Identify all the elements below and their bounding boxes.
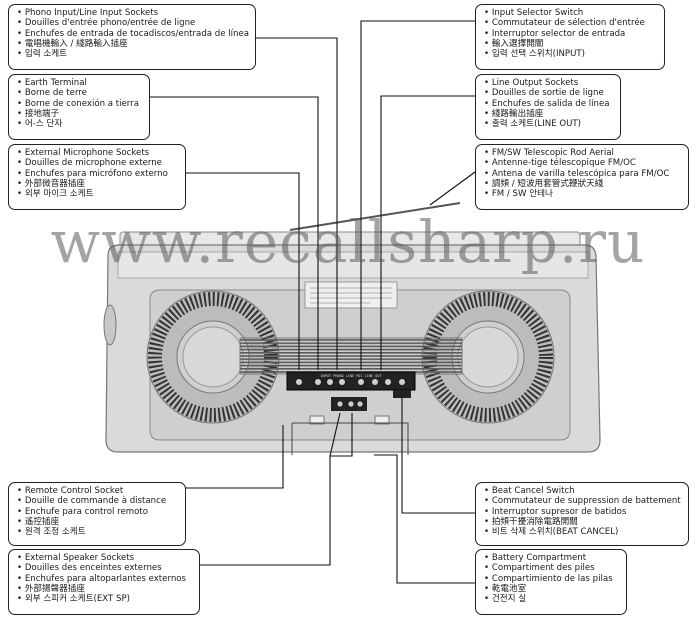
callout-earth-terminal: Earth Terminal Borne de terre Borne de c…: [8, 74, 150, 140]
callout-line: Beat Cancel Switch: [484, 486, 682, 496]
callout-battery-compartment: Battery Compartment Compartiment des pil…: [475, 549, 627, 615]
callout-line: Enchufes de entrada de tocadiscos/entrad…: [17, 29, 249, 39]
callout-line-output: Line Output Sockets Douilles de sortie d…: [475, 74, 621, 140]
callout-line: 調頻 / 短波用套管式鞭狀天綫: [484, 179, 682, 189]
leader-lines: [150, 20, 476, 584]
jack-sockets: [296, 379, 405, 385]
callout-line: 遙控插座: [17, 517, 179, 527]
callout-phono-input: Phono Input/Line Input Sockets Douilles …: [8, 4, 256, 70]
callout-line: 綫路輸出插座: [484, 109, 614, 119]
callout-line: Enchufes para micrófono externo: [17, 169, 179, 179]
callout-line: External Speaker Sockets: [17, 553, 193, 563]
callout-line: Line Output Sockets: [484, 78, 614, 88]
callout-telescopic-aerial: FM/SW Telescopic Rod Aerial Antenne-tige…: [475, 144, 689, 210]
callout-line: Battery Compartment: [484, 553, 620, 563]
callout-line: Compartimiento de las pilas: [484, 574, 620, 584]
callout-line: 外部揚聲器插座: [17, 584, 193, 594]
jack-strip: [286, 371, 416, 391]
callout-line: 輸入選擇開關: [484, 39, 658, 49]
callout-line: Antenne-tige télescopique FM/OC: [484, 158, 682, 168]
callout-line: Enchufes para altoparlantes externos: [17, 574, 193, 584]
callout-line: 원격 조정 소케트: [17, 527, 179, 537]
callout-beat-cancel: Beat Cancel Switch Commutateur de suppre…: [475, 482, 689, 546]
battery-door-outline: [291, 422, 409, 455]
callout-remote-control: Remote Control Socket Douille de command…: [8, 482, 186, 546]
callout-line: Enchufe para control remoto: [17, 507, 179, 517]
beat-cancel-switch: [393, 390, 411, 398]
jack-strip-label: INPUT PHONO LINE MIC LINE OUT: [320, 374, 382, 378]
callout-line: 입력 선택 스위치(INPUT): [484, 49, 658, 59]
callout-line: Borne de conexión a tierra: [17, 99, 143, 109]
callout-line: 乾電池室: [484, 584, 620, 594]
callout-line: Douilles des enceintes externes: [17, 563, 193, 573]
callout-line: 어-스 단자: [17, 119, 143, 129]
callout-line: Compartiment des piles: [484, 563, 620, 573]
callout-line: Douille de commande à distance: [17, 496, 179, 506]
callout-line: Earth Terminal: [17, 78, 143, 88]
callout-line: Commutateur de suppression de battement: [484, 496, 682, 506]
callout-line: Input Selector Switch: [484, 8, 658, 18]
callout-line: 電唱機輸入 / 綫路輸入插座: [17, 39, 249, 49]
callout-line: Remote Control Socket: [17, 486, 179, 496]
callout-line: 비트 삭제 스위치(BEAT CANCEL): [484, 527, 682, 537]
callout-line: Douilles d'entrée phono/entrée de ligne: [17, 18, 249, 28]
callout-line: FM/SW Telescopic Rod Aerial: [484, 148, 682, 158]
callout-line: External Microphone Sockets: [17, 148, 179, 158]
callout-line: 입력 소케트: [17, 49, 249, 59]
callout-line: 외부 스피커 소케트(EXT SP): [17, 594, 193, 604]
callout-line: 외부 마이크 소케트: [17, 189, 179, 199]
right-speaker: [421, 290, 555, 424]
callout-line: 外部微音器插座: [17, 179, 179, 189]
callout-line: Commutateur de sélection d'entrée: [484, 18, 658, 28]
callout-line: Interruptor selector de entrada: [484, 29, 658, 39]
callout-line: Interruptor supresor de batidos: [484, 507, 682, 517]
callout-line: Antena de varilla telescópica para FM/OC: [484, 169, 682, 179]
callout-external-microphone: External Microphone Sockets Douilles de …: [8, 144, 186, 210]
callout-line: 接地端子: [17, 109, 143, 119]
centre-grille: [239, 337, 463, 375]
callout-line: Borne de terre: [17, 88, 143, 98]
callout-line: Douilles de sortie de ligne: [484, 88, 614, 98]
callout-line: 출력 소케트(LINE OUT): [484, 119, 614, 129]
callout-line: Douilles de microphone externe: [17, 158, 179, 168]
callout-input-selector: Input Selector Switch Commutateur de sél…: [475, 4, 665, 70]
callout-line: Enchufes de salida de línea: [484, 99, 614, 109]
side-knob: [103, 304, 117, 346]
callout-line: 건전지 실: [484, 594, 620, 604]
watermark-text: www.recallsharp.ru: [50, 208, 646, 276]
callout-line: FM / SW 안테나: [484, 189, 682, 199]
callout-line: 拍頻干擾消除電路開關: [484, 517, 682, 527]
rating-label-plate: [304, 281, 398, 309]
callout-line: Phono Input/Line Input Sockets: [17, 8, 249, 18]
callout-external-speaker: External Speaker Sockets Douilles des en…: [8, 549, 200, 615]
